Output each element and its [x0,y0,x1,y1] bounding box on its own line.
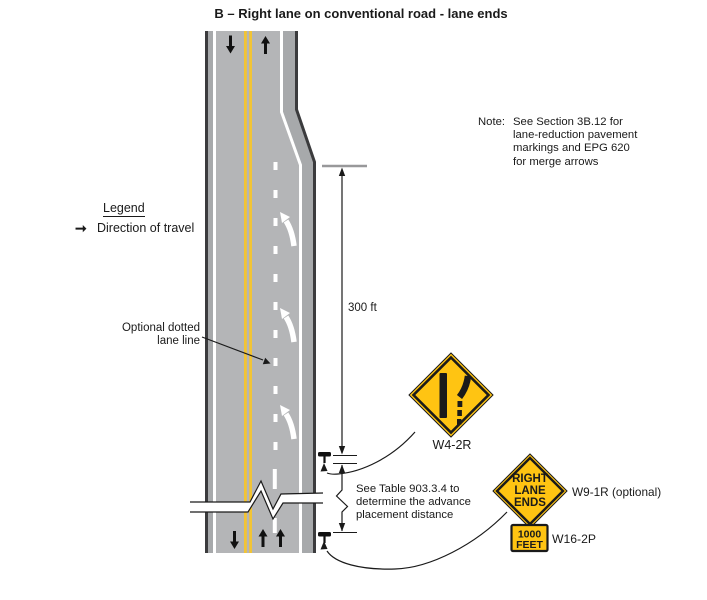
advance-line3: placement distance [356,509,454,522]
road-break-symbol [190,479,324,521]
leader-lines [201,336,508,570]
w9-text-line2: LANE [514,485,546,497]
note-block: Note: See Section 3B.12 for lane-reducti… [478,116,637,169]
sign-w4-2r [408,352,494,438]
advance-line1: See Table 903.3.4 to [356,483,460,495]
right-road-edge [295,31,316,553]
w16-text-line2: FEET [516,539,543,551]
lane-markings [226,35,294,549]
legend-heading: Legend [103,201,145,217]
sign-w16-2p: 1000 FEET [510,523,549,553]
sign-label-w9-1r: W9-1R (optional) [572,485,662,499]
lane-line-dash-lower [272,518,277,533]
note-line: See Section 3B.12 for [513,116,623,128]
leader-optional-dotted [201,336,264,361]
dimension-advance-placement [333,463,357,533]
leader-arrowhead [320,463,328,472]
note-line: markings and EPG 620 [513,142,630,155]
advance-placement-note: See Table 903.3.4 to determine the advan… [356,483,471,523]
right-shoulder [283,31,313,553]
note-lines: See Section 3B.12 for lane-reduction pav… [513,116,637,169]
sign-marker-w9 [318,532,331,543]
dimension-advance-line [335,465,349,531]
diagram-title: B – Right lane on conventional road - la… [214,6,508,21]
optional-dotted-line1: Optional dotted [121,322,200,334]
w4-symbol-left-lane [439,373,447,418]
sign-marker-w4 [318,452,331,463]
w9-text-line3: ENDS [514,497,546,509]
arrowhead-up [338,464,346,473]
note-label: Note: [478,116,506,128]
right-edge-line [280,31,302,553]
w4-symbol-dots [457,401,463,425]
note-line: for merge arrows [513,155,599,168]
leader-w9-sign [326,511,508,570]
sign-location-markers [318,452,331,543]
sign-label-w16-2p: W16-2P [552,532,597,546]
lane-line-dash-upper [272,469,277,489]
advance-line2: determine the advance [356,496,471,509]
dotted-lane-line [273,162,278,450]
dimension-300ft-label: 300 ft [348,302,377,314]
sign-w9-1r: RIGHT LANE ENDS [492,453,568,529]
arrowhead-up [338,167,346,176]
optional-dotted-label: Optional dotted lane line [90,322,200,348]
w16-text-line1: 1000 [518,529,542,541]
sign-label-w4-2r: W4-2R [432,438,472,452]
direction-of-travel-arrow-icon: ➞ [75,220,87,236]
leader-arrowhead [320,541,328,550]
dimension-300ft [322,164,367,456]
leader-w4-sign [326,431,416,475]
legend-direction-row: ➞ Direction of travel [75,221,194,235]
w4-symbol-merging-lane [456,375,472,399]
arrowhead-down [338,523,346,532]
legend-direction-label: Direction of travel [97,221,195,235]
left-shoulder [208,31,213,553]
optional-dotted-line2: lane line [157,335,200,347]
w9-text-line1: RIGHT [512,473,548,485]
note-line: lane-reduction pavement [513,129,638,142]
arrowhead-down [338,446,346,455]
road-surface [205,31,316,553]
leader-arrowhead [262,357,271,365]
